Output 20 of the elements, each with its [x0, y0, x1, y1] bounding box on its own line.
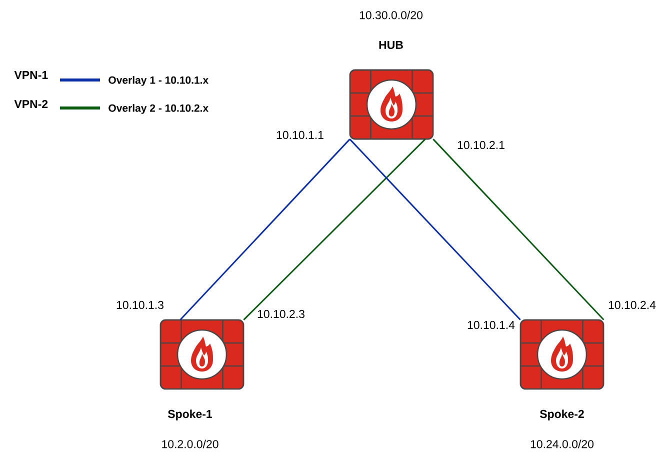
connector-line: [432, 138, 604, 320]
vpn-label: VPN-1: [14, 71, 48, 79]
ip-label: 10.10.2.4: [608, 300, 656, 310]
legend-text: Overlay 2 - 10.10.2.x: [108, 104, 209, 114]
legend-text: Overlay 1 - 10.10.1.x: [108, 76, 209, 86]
connector-line: [349, 138, 521, 320]
subnet-label: 10.30.0.0/20: [360, 10, 423, 20]
node-label: Spoke-1: [168, 410, 212, 420]
vpn-label: VPN-2: [14, 100, 48, 108]
connector-line: [180, 138, 350, 320]
subnet-label: 10.2.0.0/20: [162, 440, 218, 448]
subnet-label: 10.24.0.0/20: [530, 440, 594, 448]
ip-label: 10.10.2.1: [458, 140, 504, 150]
ip-label: 10.10.1.3: [116, 300, 164, 310]
connector-line: [243, 138, 426, 320]
node-label: HUB: [379, 40, 403, 49]
ip-label: 10.10.1.1: [276, 130, 324, 140]
ip-label: 10.10.2.3: [258, 310, 304, 318]
node-label: Spoke-2: [540, 410, 584, 420]
ip-label: 10.10.1.4: [468, 320, 515, 330]
